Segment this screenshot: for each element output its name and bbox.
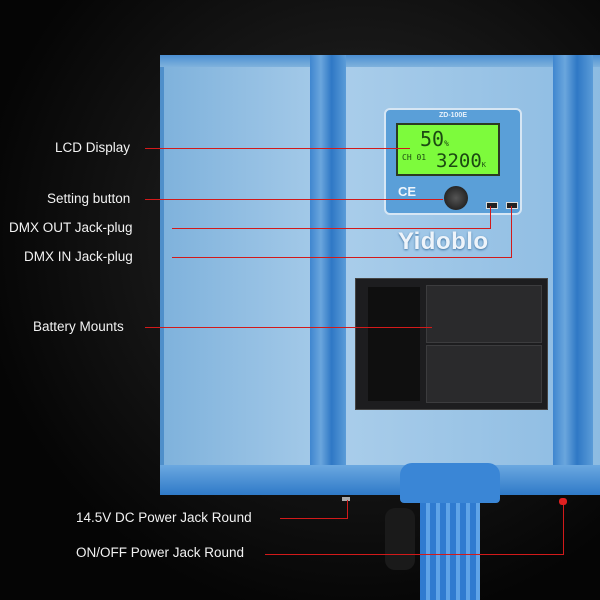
callout-dc-jack: 14.5V DC Power Jack Round [76, 510, 252, 525]
callout-line [145, 199, 443, 200]
lcd-display: 50% CH 01 3200K [396, 123, 500, 176]
setting-knob[interactable] [444, 186, 468, 210]
callout-dmx-out: DMX OUT Jack-plug [9, 220, 133, 235]
callout-line [172, 257, 511, 258]
brand-logo: Yidoblo [398, 228, 489, 255]
top-rail [160, 55, 600, 67]
dmx-in-jack[interactable] [506, 202, 518, 209]
tilt-lock-knob[interactable] [385, 508, 415, 570]
stand-yoke [420, 500, 480, 600]
battery-slot [426, 345, 542, 403]
color-temp-readout: 3200K [436, 150, 486, 172]
callout-lcd-display: LCD Display [55, 140, 131, 155]
callout-line [145, 148, 410, 149]
callout-line [172, 228, 490, 229]
bottom-rail [160, 465, 600, 495]
stand-mount [400, 463, 500, 503]
callout-on-off: ON/OFF Power Jack Round [76, 545, 245, 560]
callout-line [511, 206, 512, 258]
callout-dmx-in: DMX IN Jack-plug [24, 249, 133, 264]
battery-mounts [355, 278, 548, 410]
callout-setting-button: Setting button [47, 191, 131, 206]
heat-sink-channel [553, 55, 593, 495]
callout-line [347, 500, 348, 519]
model-label: ZD-100E [438, 112, 467, 119]
heat-sink-channel [310, 55, 346, 495]
callout-line [145, 327, 432, 328]
dc-power-jack [342, 497, 350, 501]
callout-line [265, 554, 563, 555]
control-panel: ZD-100E 50% CH 01 3200K CE [384, 108, 522, 215]
callout-battery-mounts: Battery Mounts [33, 319, 124, 334]
ce-mark: CE [398, 184, 417, 199]
light-panel-body [160, 55, 600, 495]
brightness-readout: 50% [420, 127, 449, 151]
power-switch [559, 498, 567, 505]
channel-readout: CH 01 [402, 153, 427, 162]
dmx-out-jack[interactable] [486, 202, 498, 209]
caution-sticker [368, 287, 420, 401]
callout-line [563, 505, 564, 555]
battery-slot [426, 285, 542, 343]
callout-line [490, 206, 491, 229]
callout-line [280, 518, 347, 519]
